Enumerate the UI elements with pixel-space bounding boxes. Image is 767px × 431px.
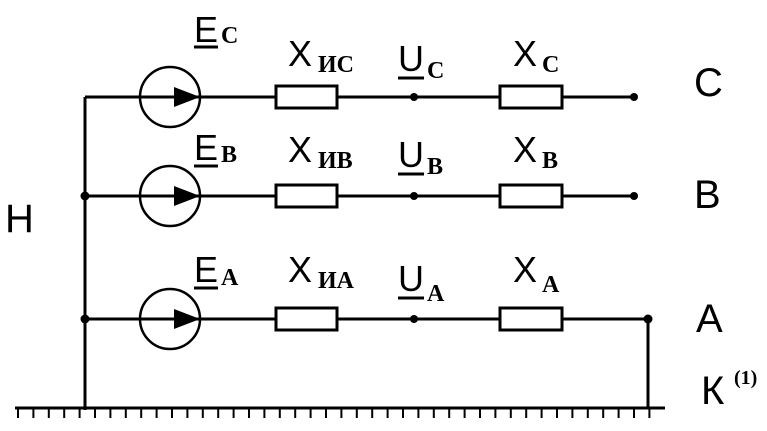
source-reactance-b [274,183,339,209]
line-reactance-c [498,84,564,110]
svg-text:ИВ: ИВ [318,148,353,174]
line-reactance-a [498,306,564,332]
svg-text:В: В [427,154,443,180]
ground-bus [15,406,665,418]
emf-label-b: E В [194,127,237,168]
source-reactance-label-a: X ИА [288,249,355,294]
neutral-label: Н [5,197,34,241]
voltage-label-a: U А [398,258,445,307]
voltage-node-a [410,315,418,323]
terminal-label-c: С [694,61,723,105]
svg-text:X: X [513,129,537,170]
emf-source-c [138,65,202,129]
line-reactance-label-b: X В [513,129,558,174]
svg-text:К: К [701,369,725,413]
source-reactance-a [274,306,339,332]
source-reactance-label-c: X ИС [288,33,354,78]
svg-text:X: X [513,33,537,74]
svg-text:С: С [542,52,559,78]
voltage-label-c: U С [398,38,444,84]
phase-a: E А X ИА U А X А А [85,249,723,351]
svg-text:E: E [194,249,218,290]
neutral-bus [80,95,140,410]
svg-text:E: E [194,127,218,168]
line-reactance-b [498,183,564,209]
terminal-node-c [630,93,638,101]
terminal-label-a: А [696,297,723,341]
emf-label-c: E С [194,9,238,50]
svg-text:E: E [194,9,218,50]
voltage-node-b [410,192,418,200]
svg-text:В: В [542,148,558,174]
voltage-node-c [410,93,418,101]
source-reactance-label-b: X ИВ [288,129,353,174]
line-reactance-label-c: X С [513,33,559,78]
svg-text:U: U [398,38,424,79]
svg-text:А: А [427,281,445,307]
svg-text:(1): (1) [734,367,757,389]
svg-text:X: X [288,129,312,170]
svg-text:В: В [221,142,237,168]
emf-source-a [138,287,202,351]
terminal-label-b: В [694,173,721,217]
svg-text:А: А [542,272,560,298]
emf-label-a: E А [194,249,239,291]
source-reactance-c [274,84,339,110]
svg-text:ИА: ИА [318,268,355,294]
svg-text:А: А [221,265,239,291]
fault-label: К (1) [701,367,757,413]
phase-c: E С X ИС U С X С С [138,9,723,129]
terminal-node-a [643,314,653,324]
emf-source-b [138,164,202,228]
svg-text:X: X [288,249,312,290]
phase-b: E В X ИВ U В X В В [85,127,721,228]
svg-text:U: U [398,258,424,299]
terminal-node-b [630,192,638,200]
svg-text:X: X [513,249,537,290]
svg-text:С: С [427,58,444,84]
voltage-label-b: U В [398,134,443,180]
line-reactance-label-a: X А [513,249,560,298]
svg-text:X: X [288,33,312,74]
svg-text:U: U [398,134,424,175]
svg-text:ИС: ИС [318,52,354,78]
svg-text:С: С [221,23,238,49]
